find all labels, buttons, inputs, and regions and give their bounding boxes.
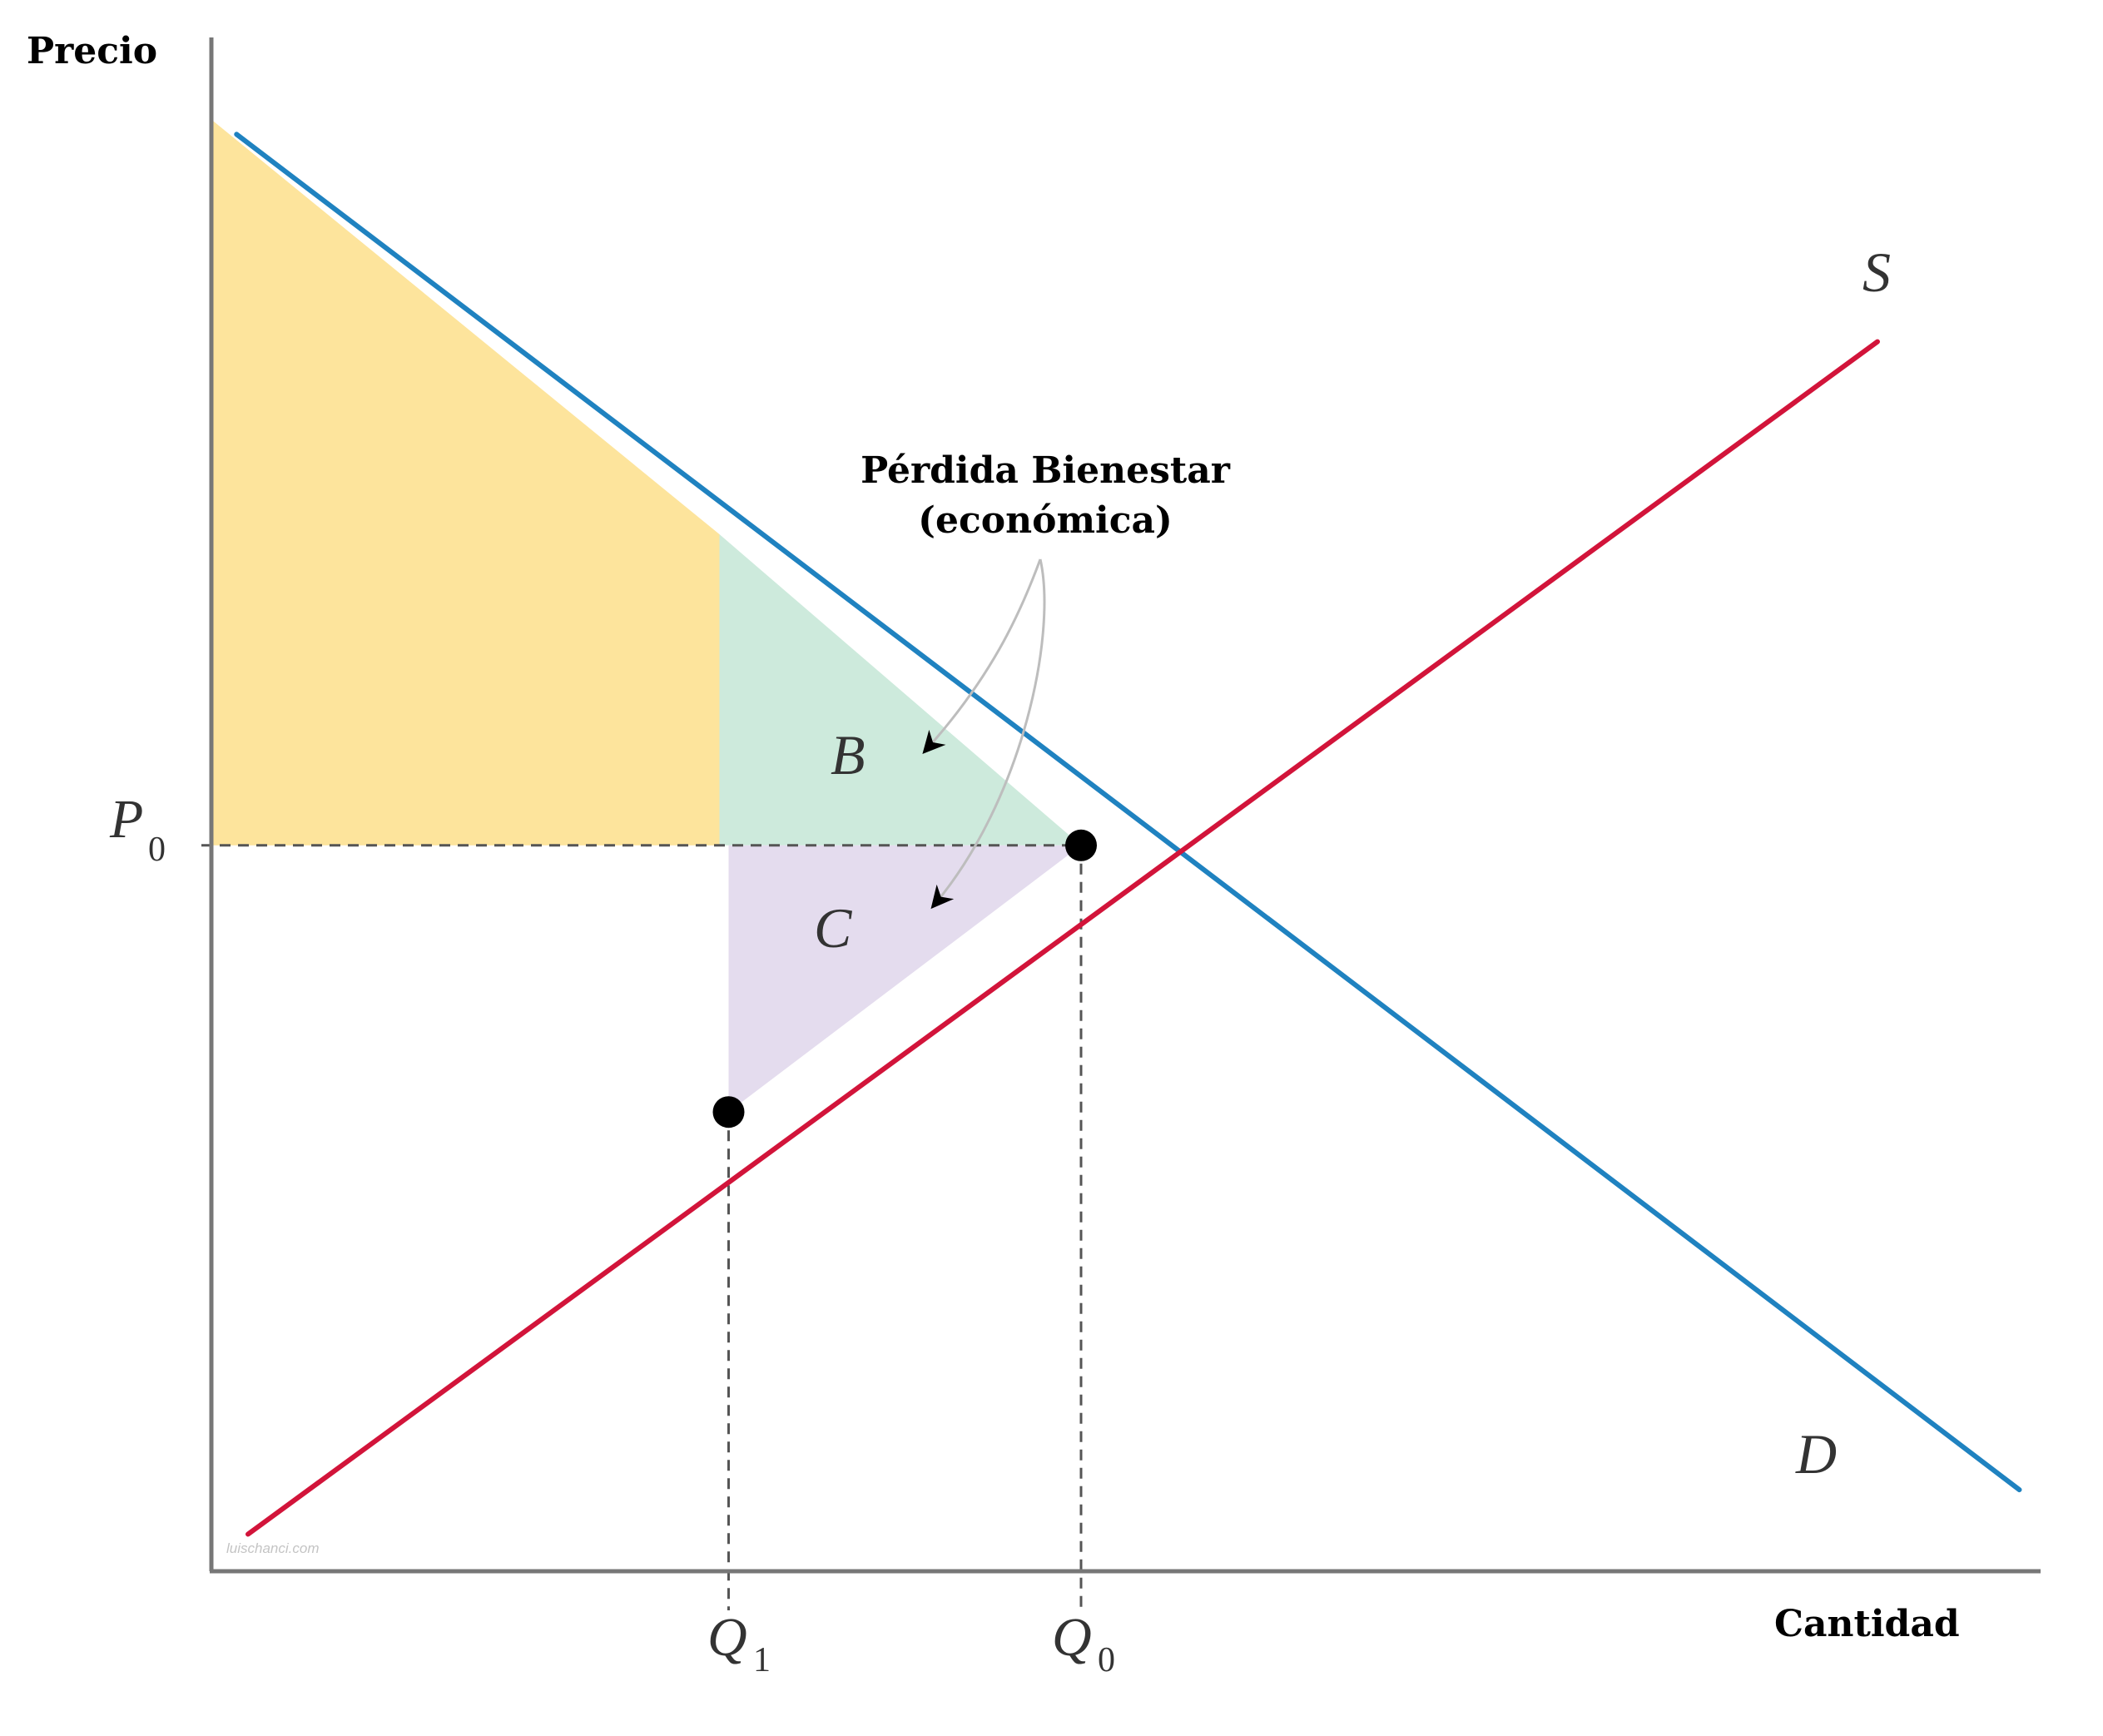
region-c-label: C — [814, 896, 852, 960]
equilibrium-point — [1065, 829, 1097, 861]
region-c — [728, 845, 1081, 1113]
region-b-label: B — [831, 723, 866, 786]
supply-curve — [246, 339, 1880, 1537]
supply-curve-label: S — [1862, 241, 1891, 304]
q1-label: Q 1 — [707, 1607, 771, 1679]
demand-curve-label: D — [1795, 1422, 1837, 1486]
annotation-line-1: Pérdida Bienestar — [861, 449, 1231, 492]
x-axis-label: Cantidad — [1774, 1603, 1960, 1645]
q1-label-main: Q — [707, 1607, 747, 1668]
watermark: luischanci.com — [226, 1540, 320, 1556]
p0-label: P 0 — [109, 789, 166, 869]
q0-label: Q 0 — [1052, 1607, 1115, 1679]
p0-label-sub: 0 — [148, 831, 166, 869]
q1-supply-point — [712, 1096, 745, 1128]
y-axis-label: Precio — [27, 30, 157, 72]
region-consumer-surplus — [211, 119, 720, 846]
q0-label-sub: 0 — [1098, 1641, 1115, 1679]
q1-label-sub: 1 — [753, 1641, 771, 1679]
q0-label-main: Q — [1052, 1607, 1092, 1668]
demand-curve — [234, 131, 2022, 1493]
p0-label-main: P — [109, 789, 143, 850]
arrow-to-b — [922, 558, 1042, 755]
arrow-to-c — [930, 558, 1046, 910]
region-b — [719, 534, 1081, 846]
annotation-line-2: (económica) — [918, 499, 1173, 542]
